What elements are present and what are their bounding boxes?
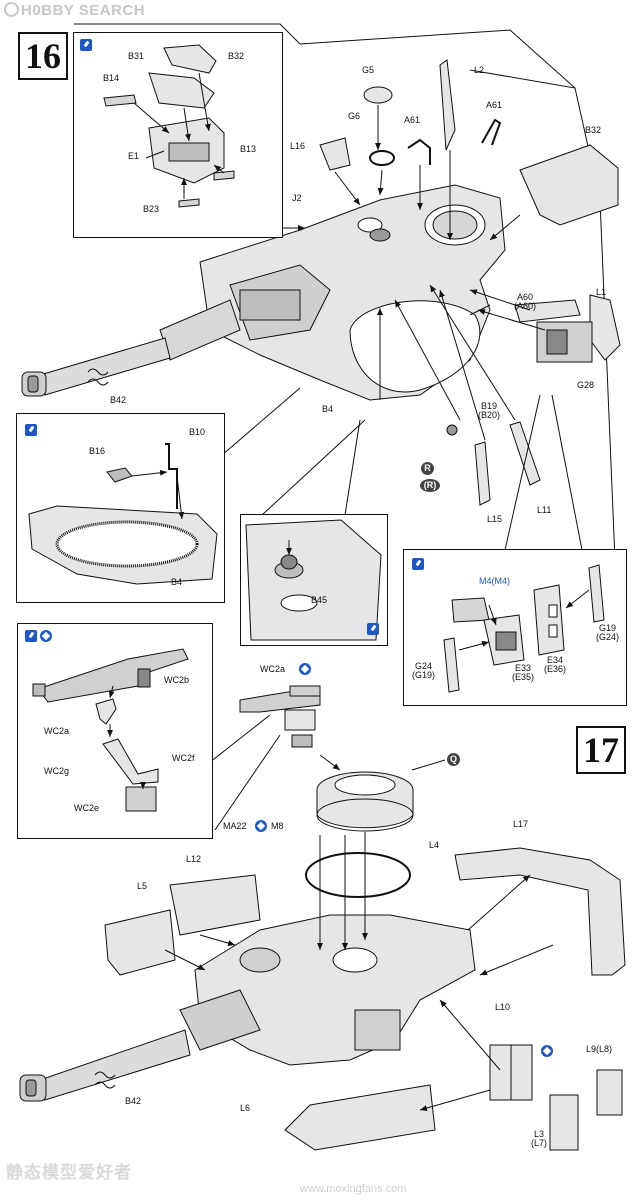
label-A61-left: A61: [404, 115, 421, 125]
paint-icon: [255, 820, 267, 832]
label-WC2f: WC2f: [172, 753, 195, 763]
label-G24: G24 (G19): [412, 661, 436, 681]
label-B19: B19 (B20): [478, 401, 501, 421]
label-E33: E33 (E35): [512, 663, 535, 683]
label-B10: B10: [189, 427, 206, 437]
label-E36-alt: (E36): [544, 664, 567, 675]
label-L3-main: L3: [534, 1129, 545, 1139]
label-A60-main: A60: [517, 292, 534, 302]
label-B13: B13: [240, 144, 257, 154]
label-B31: B31: [128, 51, 145, 61]
label-G19-main: G19: [599, 623, 617, 633]
label-M8: M8: [271, 821, 284, 831]
label-L15: L15: [487, 514, 503, 524]
label-L10: L10: [495, 1002, 511, 1012]
label-WC2a: WC2a: [260, 664, 286, 674]
moxingfans-watermark: 静态模型爱好者: [6, 1163, 132, 1182]
label-E34: E34 (E36): [544, 655, 567, 675]
ring-base-drawing: [28, 443, 218, 585]
mantlet-parts-drawing: [103, 44, 235, 208]
glue-icon: [25, 630, 37, 642]
glue-icon: [25, 424, 37, 436]
label-G19: G19 (G24): [596, 623, 620, 643]
label-Q: Q: [447, 753, 460, 766]
inset-mantlet: [73, 32, 283, 238]
inset-b45: B45: [240, 514, 388, 646]
paint-icon: [40, 630, 52, 642]
periscope-drawing: [443, 564, 605, 693]
label-A60-alt: (A60): [514, 301, 537, 312]
label-M4: M4(M4): [479, 576, 510, 586]
label-E33-main: E33: [515, 663, 532, 673]
label-WC2a-inset: WC2a: [44, 726, 70, 736]
label-G6: G6: [348, 111, 361, 121]
label-L4: L4: [429, 840, 440, 850]
label-B32: B32: [228, 51, 245, 61]
step-number-16: 16: [18, 32, 68, 80]
label-L5: L5: [137, 881, 148, 891]
machine-gun-drawing: [32, 648, 189, 812]
label-B4-16: B4: [322, 404, 334, 414]
q-mark-icon: Q: [447, 753, 460, 766]
glue-icon: [412, 558, 424, 570]
label-B23: B23: [143, 204, 160, 214]
label-A60: A60 (A60): [514, 292, 537, 312]
paint-icon: [299, 663, 311, 675]
label-L11: L11: [537, 505, 552, 515]
label-B4-inset: B4: [171, 577, 183, 587]
turret-assembly-16: [21, 184, 506, 401]
label-WC2b: WC2b: [164, 675, 190, 685]
label-G19-alt: (G19): [412, 670, 436, 681]
label-L7-alt: (L7): [531, 1138, 548, 1149]
paint-icon: [541, 1045, 553, 1057]
label-L12: L12: [186, 854, 202, 864]
moxingfans-url: www.moxingfans.com: [300, 1183, 407, 1195]
r-mark-icon: R: [421, 462, 434, 475]
label-L2: L2: [474, 65, 485, 75]
label-G24-alt: (G24): [596, 632, 620, 643]
label-B32-right: B32: [585, 125, 602, 135]
label-L16: L16: [290, 141, 306, 151]
label-WC2g: WC2g: [44, 766, 70, 776]
label-E34-main: E34: [547, 655, 564, 665]
label-MA22: MA22: [223, 821, 247, 831]
label-B19-main: B19: [481, 401, 498, 411]
label-L6: L6: [240, 1103, 251, 1113]
r-mark-alt-icon: (R): [420, 479, 440, 492]
label-L17: L17: [513, 819, 529, 829]
label-G5: G5: [362, 65, 375, 75]
label-B42-17: B42: [125, 1096, 142, 1106]
label-L1: L1: [596, 287, 607, 297]
label-A61-right: A61: [486, 100, 503, 110]
label-B42-16: B42: [110, 395, 127, 405]
glue-icon: [367, 623, 379, 635]
label-B16: B16: [89, 446, 106, 456]
inset-ring-base: B16 B10 B4: [16, 413, 225, 603]
label-B14: B14: [103, 73, 120, 83]
label-J2: J2: [292, 193, 302, 203]
glue-icon: [80, 39, 92, 51]
inset-machine-gun: WC2b WC2a WC2g WC2f WC2e: [17, 623, 213, 839]
label-B45: B45: [311, 595, 328, 605]
label-B20-alt: (B20): [478, 410, 501, 421]
label-G24-main: G24: [415, 661, 433, 671]
label-E1: E1: [128, 151, 140, 161]
step-number-17: 17: [576, 726, 626, 774]
label-G28: G28: [577, 380, 595, 390]
label-E35-alt: (E35): [512, 672, 535, 683]
b45-drawing: [245, 519, 382, 641]
label-L3: L3 (L7): [531, 1129, 548, 1149]
label-L9: L9(L8): [586, 1044, 613, 1054]
inset-periscope: M4(M4) G19 (G24) G24 (G19) E34 (E36) E33…: [403, 549, 627, 706]
label-WC2e: WC2e: [74, 803, 100, 813]
hobbysearch-watermark: H0BBY SEARCH: [4, 2, 145, 19]
